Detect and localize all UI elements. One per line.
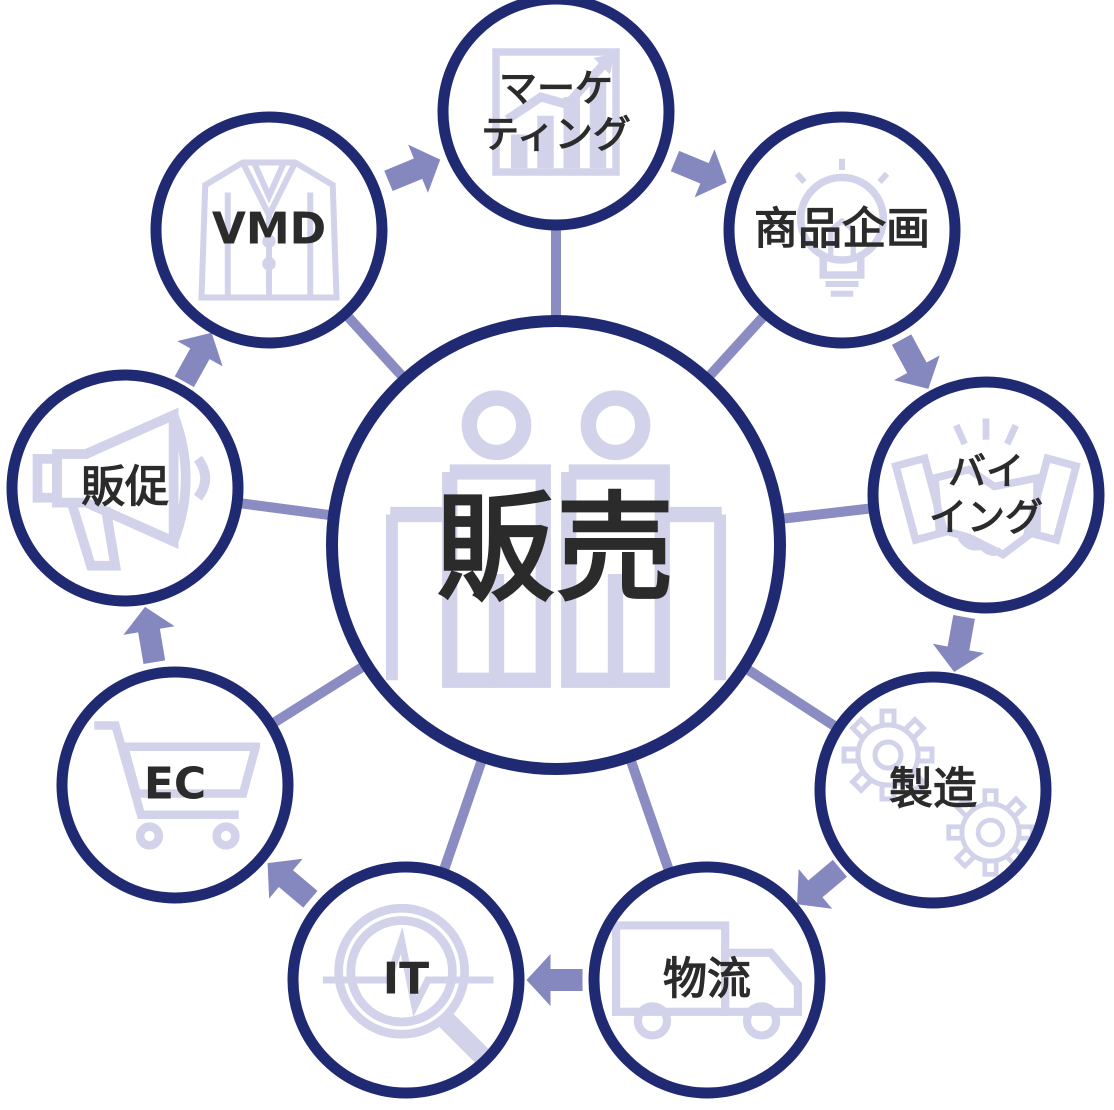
node-label-buying: バイイング [929,449,1043,540]
node-ec [56,666,294,904]
center-label: 販売 [435,480,677,619]
node-label-line: バイ [947,449,1025,494]
node-label-marketing: マーケティング [481,66,631,157]
node-manufacturing [814,671,1052,909]
node-vmd [150,111,388,349]
node-ring [437,0,675,231]
cycle-arrows [123,144,985,1006]
node-ring [588,861,826,1099]
node-label-line: マーケ [498,66,614,111]
node-product-planning [723,111,961,349]
cycle-arrow [670,149,727,198]
center-ring [326,315,786,775]
node-ring [6,369,244,607]
node-fill [729,117,955,343]
node-ring [287,861,525,1099]
cycle-arrow [384,144,441,193]
node-label-line: ティング [481,112,631,156]
node-label-line: 販促 [81,461,169,513]
node-logistics [588,861,826,1099]
node-label-logistics: 物流 [663,954,751,1007]
node-label-vmd: VMD [212,204,326,257]
center-node [326,315,786,775]
cycle-arrow [174,332,223,388]
node-ring [150,111,388,349]
node-label-line: VMD [211,203,327,255]
cycle-arrow [891,334,940,389]
cycle-arrow [123,606,175,664]
node-label-promotion: 販促 [81,462,169,515]
cycle-arrow [267,858,318,908]
node-label-line: IT [382,953,430,1005]
node-ring [867,376,1105,614]
node-buying [867,376,1105,614]
node-label-line: 製造 [889,763,977,815]
node-ring [814,671,1052,909]
node-it [287,861,525,1099]
node-ring [56,666,294,904]
node-ring [723,111,961,349]
node-fill [873,382,1099,608]
node-label-ec: EC [144,759,206,812]
cycle-arrow [932,614,985,673]
node-label-line: イング [928,495,1044,539]
cycle-arrow [797,859,847,909]
node-label-manufacturing: 製造 [889,764,977,817]
node-label-it: IT [383,954,429,1007]
node-promotion [6,369,244,607]
satellite-nodes [6,0,1105,1099]
node-label-line: EC [143,758,207,810]
node-marketing [437,0,675,231]
node-label-line: 物流 [663,953,751,1005]
cycle-arrow [526,954,583,1006]
node-label-product-planning: 商品企画 [754,204,930,257]
node-label-line: 商品企画 [754,203,930,255]
